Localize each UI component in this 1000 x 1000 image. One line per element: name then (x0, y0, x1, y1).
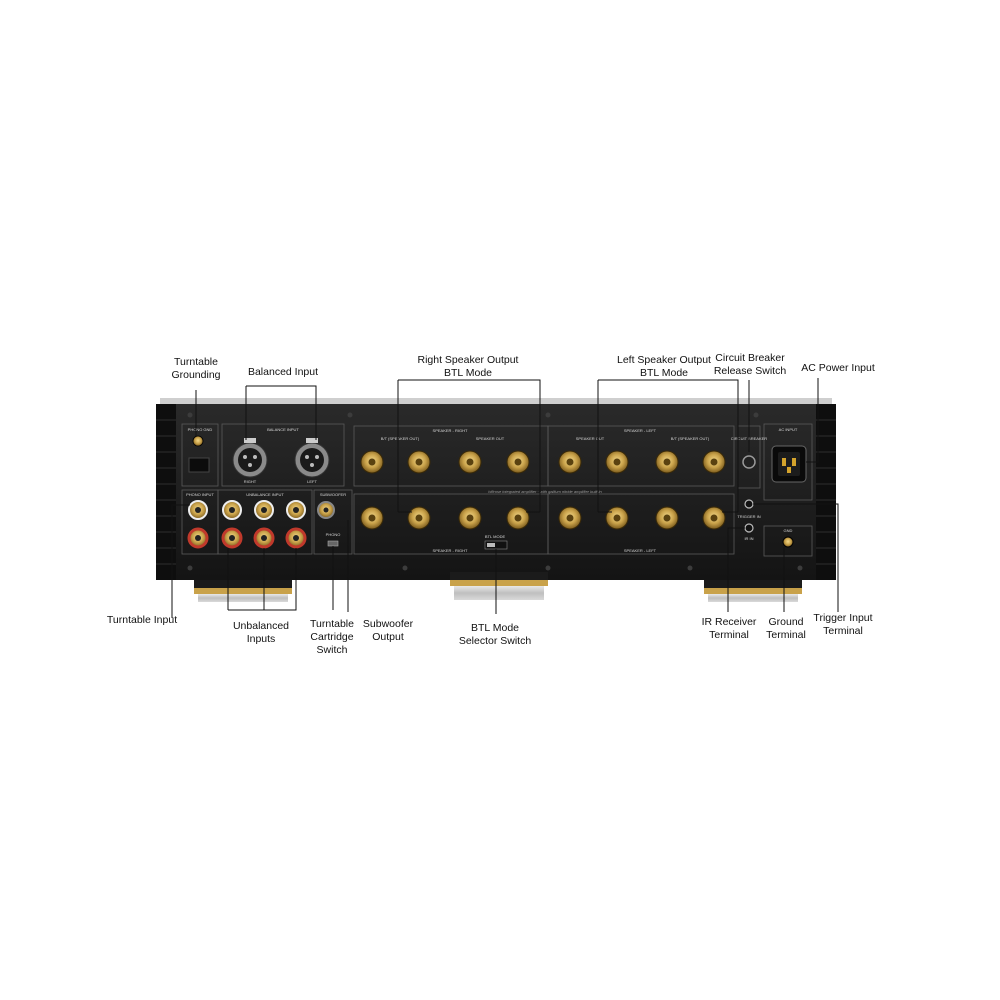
panel-phono: PHONO (326, 532, 341, 537)
speaker-left-top-section (547, 425, 735, 487)
chassis-body (156, 404, 836, 580)
label-line: BTL Mode (470, 622, 520, 634)
panel-ac-input: AC INPUT (779, 427, 798, 432)
line3-rca-red[interactable] (285, 527, 307, 549)
right-heatsink (816, 404, 836, 580)
label-line: Ground (768, 616, 804, 628)
panel-phono-input: PHONO INPUT (186, 492, 214, 497)
label-ac-power-input: AC Power Input (796, 362, 880, 375)
top-cover (160, 398, 832, 406)
panel-speaker-left-bottom: SPEAKER - LEFT (624, 548, 657, 553)
callout-lines (171, 378, 839, 618)
label-line: Subwoofer (362, 618, 414, 630)
speaker-terminals-bottom[interactable] (360, 506, 726, 530)
left-foot (194, 580, 292, 602)
label-line: Trigger Input (813, 612, 873, 624)
label-line: Release Switch (713, 365, 787, 377)
label-ground-terminal: Ground Terminal (756, 616, 816, 642)
label-line: Balanced Input (247, 366, 319, 378)
label-line: Unbalanced (232, 620, 290, 632)
panel-screws (187, 412, 803, 571)
panel-btl-speaker-out-r: B/T (SPEAKER OUT) (381, 436, 420, 441)
label-turntable-input: Turntable Input (100, 614, 184, 627)
label-btl-mode-selector: BTL Mode Selector Switch (450, 622, 540, 648)
phono-gnd-section (181, 423, 219, 487)
line1-rca-white[interactable] (222, 500, 242, 520)
panel-phono-gnd: PHONO GND (188, 427, 213, 432)
line2-rca-red[interactable] (253, 527, 275, 549)
label-line: Inputs (246, 633, 276, 645)
label-line: BTL Mode (639, 367, 689, 379)
panel-tagline: hifirose integrated amplifier · with gal… (488, 489, 602, 494)
right-foot (704, 580, 802, 602)
label-line: AC Power Input (801, 362, 875, 374)
label-turntable-cartridge-switch: Turntable Cartridge Switch (300, 618, 364, 657)
label-circuit-breaker: Circuit Breaker Release Switch (708, 352, 792, 378)
label-line: Left Speaker Output (617, 354, 711, 366)
label-line: IR Receiver (701, 616, 757, 628)
gnd-section (763, 525, 813, 557)
phono-rca-red[interactable] (187, 527, 209, 549)
label-right-speaker-output: Right Speaker Output BTL Mode (408, 354, 528, 380)
panel-gnd: GND (784, 528, 793, 533)
phono-rca-white[interactable] (188, 500, 208, 520)
panel-btl-mode: BTL MODE (485, 534, 506, 539)
panel-trigger-in: TRIGGER IN (737, 514, 760, 519)
center-foot (450, 572, 548, 600)
label-unbalanced-inputs: Unbalanced Inputs (226, 620, 296, 646)
panel-unbalance-input: UNBALANCE INPUT (246, 492, 284, 497)
label-line: Terminal (709, 629, 749, 641)
label-line: Turntable Input (106, 614, 178, 626)
panel-right: RIGHT (244, 479, 257, 484)
label-line: BTL Mode (443, 367, 493, 379)
panel-ir-in: IR IN (744, 536, 753, 541)
trigger-input-jack[interactable] (744, 499, 754, 509)
label-line: Terminal (766, 629, 806, 641)
label-line: Grounding (171, 369, 221, 381)
ac-power-inlet[interactable] (771, 445, 807, 483)
label-left-speaker-output: Left Speaker Output BTL Mode (604, 354, 724, 380)
label-ir-receiver-terminal: IR Receiver Terminal (694, 616, 764, 642)
speaker-left-bottom-section (547, 493, 735, 555)
speaker-terminals-top[interactable] (360, 450, 726, 474)
label-turntable-grounding: Turntable Grounding (166, 356, 226, 382)
label-subwoofer-output: Subwoofer Output (356, 618, 420, 644)
subwoofer-rca[interactable] (317, 501, 335, 519)
label-line: Turntable (310, 618, 354, 630)
label-trigger-input-terminal: Trigger Input Terminal (808, 612, 878, 638)
panel-left: LEFT (307, 479, 317, 484)
xlr-right-connector[interactable] (232, 438, 268, 478)
label-line: Output (372, 631, 404, 643)
panel-balance-input: BALANCE INPUT (267, 427, 299, 432)
label-balanced-input: Balanced Input (238, 366, 328, 379)
panel-speaker-right-top: SPEAKER - RIGHT (433, 428, 468, 433)
line1-rca-red[interactable] (221, 527, 243, 549)
phono-gnd-switch[interactable] (188, 457, 210, 473)
xlr-left-connector[interactable] (294, 438, 330, 478)
ground-terminal-post[interactable] (782, 536, 794, 548)
panel-subwoofer: SUBWOOFER (320, 492, 346, 497)
balance-input-section (221, 423, 345, 487)
label-line: Circuit Breaker (715, 352, 785, 364)
label-line: Right Speaker Output (417, 354, 519, 366)
panel-speaker-left-top: SPEAKER - LEFT (624, 428, 657, 433)
label-line: Terminal (823, 625, 863, 637)
line2-rca-white[interactable] (254, 500, 274, 520)
label-line: Selector Switch (458, 635, 532, 647)
circuit-breaker-button[interactable] (742, 455, 756, 469)
phono-ground-post[interactable] (192, 435, 204, 447)
line3-rca-white[interactable] (286, 500, 306, 520)
label-line: Switch (316, 644, 348, 656)
unbalance-input-section (217, 489, 313, 555)
label-line: Turntable (174, 356, 218, 368)
ir-receiver-jack[interactable] (744, 523, 754, 533)
panel-speaker-out-r: SPEAKER OUT (476, 436, 505, 441)
panel-speaker-right-bottom: SPEAKER - RIGHT (433, 548, 468, 553)
panel-speaker-out-l: SPEAKER OUT (576, 436, 605, 441)
panel-btl-speaker-out-l: B/T (SPEAKER OUT) (671, 436, 710, 441)
left-heatsink (156, 404, 176, 580)
label-line: Cartridge (310, 631, 354, 643)
cartridge-switch[interactable] (327, 540, 339, 547)
